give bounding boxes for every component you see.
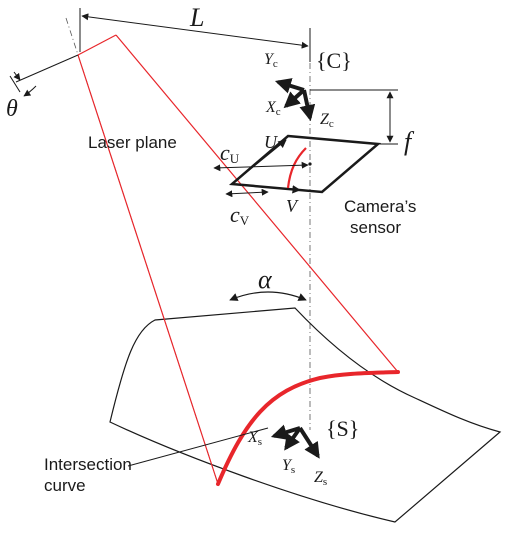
curved-surface [109, 307, 502, 523]
theta-label: θ [6, 96, 18, 122]
surface-frame-label: {S} [326, 416, 359, 441]
camera-axes [274, 78, 316, 122]
Ys-axis-arrow [284, 426, 302, 451]
camera-frame-label: {C} [316, 48, 352, 73]
alpha-label: α [258, 265, 273, 294]
U-label: U [264, 132, 278, 152]
theta-indicator [9, 54, 79, 97]
surface-axes [270, 424, 320, 459]
principal-point [308, 162, 312, 166]
Yc-axis-arrow [274, 78, 305, 94]
Zs-axis-arrow [298, 426, 320, 459]
intersection-curve [216, 370, 400, 486]
principal-point-offsets [213, 161, 309, 198]
U-axis-arrow [231, 139, 287, 185]
Yc-label: Yc [264, 51, 278, 70]
camera-sensor [228, 134, 382, 194]
Xc-axis-arrow [283, 88, 306, 109]
intersection-leader-line [127, 427, 269, 467]
cU-label: cU [220, 140, 240, 166]
Xs-axis-arrow [270, 424, 301, 440]
focal-length-dimension [310, 89, 398, 145]
Ys-label: Ys [282, 457, 295, 476]
sensor-label-line1: Camera’s [344, 197, 416, 216]
L-dimension [79, 8, 311, 62]
sensor-laser-line [286, 147, 307, 189]
V-label: V [286, 196, 299, 216]
Zs-label: Zs [314, 469, 327, 488]
sensor-label-line2: sensor [350, 218, 401, 237]
laser-source-edge [77, 34, 117, 56]
V-axis-arrow [231, 183, 301, 194]
Xc-label: Xc [265, 99, 281, 118]
cV-arrow [225, 188, 269, 198]
L-arrow [81, 13, 309, 49]
L-label: L [189, 3, 204, 32]
f-label: f [404, 127, 415, 156]
laser-fan-right-edge [115, 34, 399, 373]
intersection-label-line2: curve [44, 476, 86, 495]
axis-lines [65, 17, 311, 485]
Zc-axis-arrow [299, 89, 316, 122]
intersection-label-line1: Intersection [44, 455, 132, 474]
alpha-arc [229, 291, 307, 301]
laser-fan-left-edge [77, 54, 219, 485]
cV-label: cV [230, 202, 250, 228]
cU-arrow [213, 161, 309, 172]
Zc-label: Zc [320, 111, 334, 130]
laser-plane-label: Laser plane [88, 133, 177, 152]
